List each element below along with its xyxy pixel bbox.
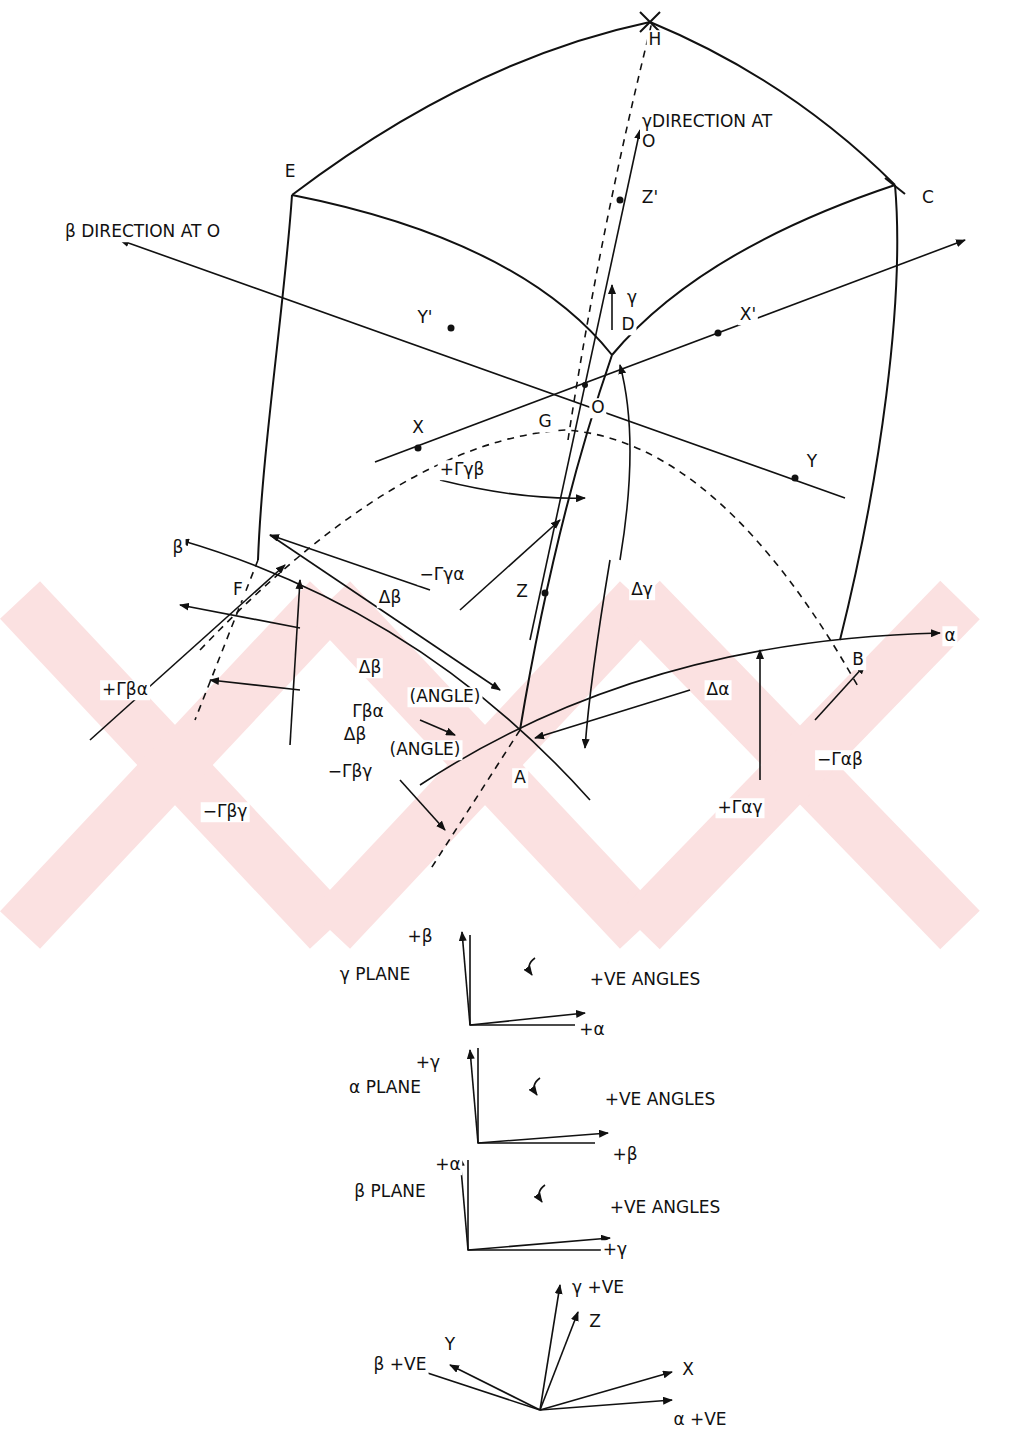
label: Z: [587, 1312, 603, 1332]
label: Y': [415, 308, 434, 328]
label: X': [738, 305, 758, 325]
label: +VE ANGLES: [588, 970, 703, 990]
label: Y: [443, 1335, 457, 1355]
label: Δγ: [629, 580, 655, 600]
label: γ PLANE: [338, 965, 413, 985]
label: (ANGLE): [388, 740, 463, 760]
label: X: [410, 418, 426, 438]
label: β +VE: [372, 1355, 429, 1375]
label: Δβ: [357, 658, 383, 678]
dashed-line: [195, 22, 860, 870]
sign-convention: [388, 932, 672, 1410]
label: Γβα: [350, 702, 386, 722]
label: +Γβα: [100, 680, 150, 700]
label: Δβ: [342, 725, 368, 745]
label: −Γαβ: [815, 750, 865, 770]
label: (ANGLE): [408, 687, 483, 707]
label: F: [231, 580, 245, 600]
label: Δβ: [377, 588, 403, 608]
watermark: [20, 600, 960, 930]
label: α: [942, 626, 957, 646]
label: γ: [625, 288, 639, 308]
label: α +VE: [671, 1410, 728, 1430]
label: B: [850, 650, 866, 670]
label: β: [171, 538, 186, 558]
label: +β: [405, 927, 434, 947]
label: +VE ANGLES: [608, 1198, 723, 1218]
label: β PLANE: [352, 1182, 427, 1202]
label: A: [512, 768, 528, 788]
label: G: [536, 412, 553, 432]
label: X: [680, 1360, 696, 1380]
label: Z: [514, 582, 530, 602]
label: +γ: [414, 1053, 442, 1073]
label: +Γαγ: [716, 798, 765, 818]
label: α PLANE: [347, 1078, 423, 1098]
label: Δα: [705, 680, 732, 700]
label: β DIRECTION AT O: [63, 222, 257, 242]
label: H: [647, 30, 664, 50]
element-outline: [258, 12, 905, 730]
label: +VE ANGLES: [603, 1090, 718, 1110]
point-dot: [415, 197, 799, 597]
label: −Γβγ: [326, 762, 375, 782]
label: +α: [577, 1020, 606, 1040]
label: +α: [433, 1155, 462, 1175]
label: E: [283, 162, 298, 182]
label: −Γγα: [418, 565, 467, 585]
label: +γ: [601, 1240, 629, 1260]
label: −Γβγ: [201, 802, 250, 822]
label: C: [920, 188, 936, 208]
label: γ +VE: [570, 1278, 626, 1298]
label: Y: [805, 452, 819, 472]
label: O: [589, 398, 606, 418]
label: D: [619, 315, 636, 335]
label: +Γγβ: [438, 460, 487, 480]
label: +β: [610, 1145, 639, 1165]
label: γDIRECTION AT O: [640, 112, 784, 151]
label: Z': [640, 188, 660, 208]
